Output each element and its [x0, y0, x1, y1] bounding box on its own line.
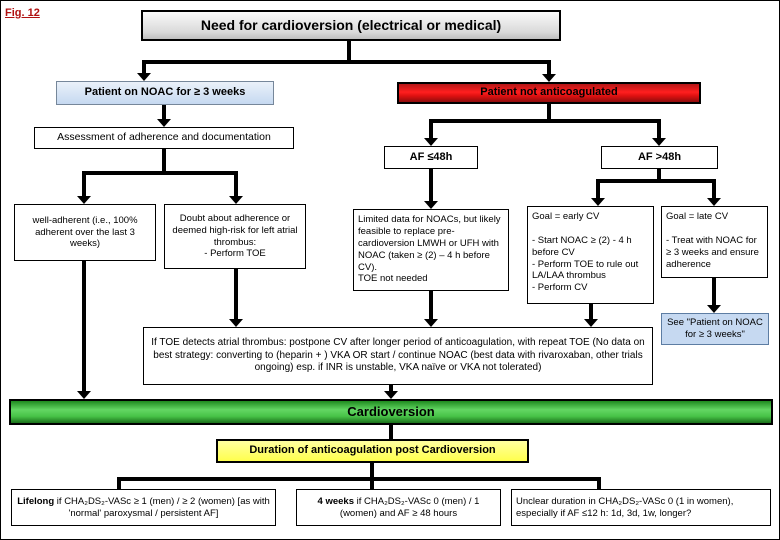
node-well-adherent: well-adherent (i.e., 100% adherent over … — [14, 204, 156, 261]
node-goal-late-cv: Goal = late CV - Treat with NOAC for ≥ 3… — [661, 206, 768, 278]
node-four-weeks-anticoagulation: 4 weeks if CHA₂DS₂-VASc 0 (men) / 1 (wom… — [296, 489, 501, 526]
connector-to-lifelong — [117, 477, 121, 489]
arrowhead-well-cardioversion — [77, 391, 91, 399]
node-goal-early-cv: Goal = early CV - Start NOAC ≥ (2) - 4 h… — [527, 206, 654, 304]
connector-red-stem — [547, 104, 551, 123]
connector-to-well-adherent — [82, 171, 86, 196]
connector-to-early-cv — [596, 179, 600, 198]
connector-title-branch — [142, 60, 551, 64]
arrowhead-limited — [424, 201, 438, 209]
connector-early-toe — [589, 304, 593, 319]
lifelong-text: Lifelong if CHA₂DS₂-VASc ≥ 1 (men) / ≥ 2… — [17, 495, 270, 519]
node-cardioversion: Cardioversion — [9, 399, 773, 425]
connector-assessment-branch — [82, 171, 238, 175]
arrowhead-af-gt — [652, 138, 666, 146]
connector-afgt-branch — [596, 179, 716, 183]
arrowhead-well-adherent — [77, 196, 91, 204]
arrowhead-doubt-toe — [229, 319, 243, 327]
connector-to-noac — [142, 60, 146, 73]
connector-afgt-stem — [657, 169, 661, 181]
connector-to-unclear — [597, 477, 601, 489]
node-assessment-adherence: Assessment of adherence and documentatio… — [34, 127, 294, 149]
node-patient-on-noac: Patient on NOAC for ≥ 3 weeks — [56, 81, 274, 105]
connector-to-af-gt — [657, 119, 661, 138]
arrowhead-to-not-anticoagulated — [542, 74, 556, 82]
arrowhead-to-noac — [137, 73, 151, 81]
arrowhead-af-le — [424, 138, 438, 146]
node-toe-thrombus-strategy: If TOE detects atrial thrombus: postpone… — [143, 327, 653, 385]
connector-cardioversion-duration — [389, 425, 393, 439]
node-af-le-48h: AF ≤48h — [384, 146, 478, 169]
arrowhead-early-cv — [591, 198, 605, 206]
arrowhead-early-toe — [584, 319, 598, 327]
node-see-patient-on-noac: See "Patient on NOAC for ≥ 3 weeks" — [661, 313, 769, 345]
connector-well-cardioversion — [82, 261, 86, 391]
connector-to-four-weeks — [370, 477, 374, 489]
node-duration-post-cv: Duration of anticoagulation post Cardiov… — [216, 439, 529, 463]
connector-to-late-cv — [712, 179, 716, 198]
node-need-for-cardioversion: Need for cardioversion (electrical or me… — [141, 10, 561, 41]
connector-limited-toe — [429, 291, 433, 319]
connector-to-af-le — [429, 119, 433, 138]
connector-toe-cardioversion — [389, 385, 393, 391]
node-limited-data-noacs: Limited data for NOACs, but likely feasi… — [353, 209, 509, 291]
arrowhead-late-see — [707, 305, 721, 313]
node-lifelong-anticoagulation: Lifelong if CHA₂DS₂-VASc ≥ 1 (men) / ≥ 2… — [11, 489, 276, 526]
node-af-gt-48h: AF >48h — [601, 146, 718, 169]
four-weeks-text: 4 weeks if CHA₂DS₂-VASc 0 (men) / 1 (wom… — [317, 495, 480, 519]
arrowhead-limited-toe — [424, 319, 438, 327]
node-doubt-adherence: Doubt about adherence or deemed high-ris… — [164, 204, 306, 269]
connector-afle-limited — [429, 169, 433, 201]
arrowhead-late-cv — [707, 198, 721, 206]
connector-duration-stem — [370, 463, 374, 479]
connector-to-doubt — [234, 171, 238, 196]
connector-to-not-anticoagulated — [547, 60, 551, 74]
figure-label: Fig. 12 — [5, 7, 40, 19]
connector-red-branch — [429, 119, 661, 123]
arrowhead-doubt — [229, 196, 243, 204]
connector-duration-branch — [117, 477, 601, 481]
connector-late-see — [712, 278, 716, 305]
arrowhead-toe-cardioversion — [384, 391, 398, 399]
arrowhead-assessment — [157, 119, 171, 127]
connector-noac-assessment — [162, 105, 166, 120]
connector-assessment-stem — [162, 149, 166, 173]
connector-title-stem — [347, 41, 351, 60]
connector-doubt-toe — [234, 269, 238, 319]
node-unclear-duration: Unclear duration in CHA₂DS₂-VASc 0 (1 in… — [511, 489, 771, 526]
node-patient-not-anticoagulated: Patient not anticoagulated — [397, 82, 701, 104]
